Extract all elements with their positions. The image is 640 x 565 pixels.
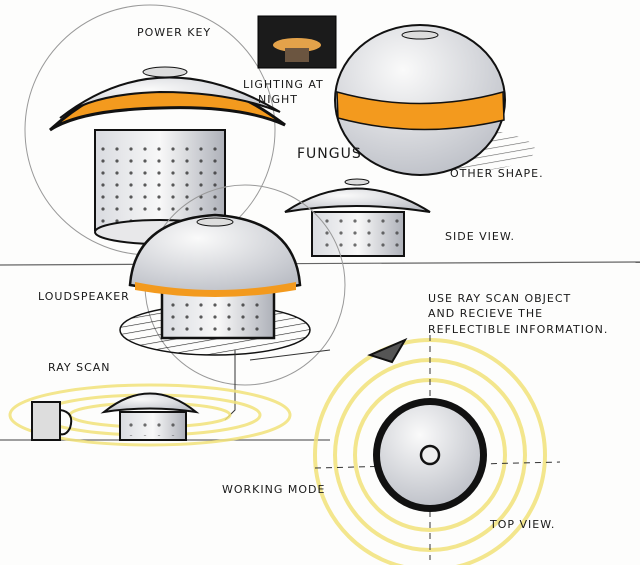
label-ray-note-3: REFLECTIBLE INFORMATION.: [428, 323, 608, 336]
fungus-main-view: [24, 4, 286, 256]
top-view: [313, 335, 561, 565]
other-shape-egg: [334, 24, 535, 176]
label-night: NIGHT: [258, 93, 298, 106]
label-fungus: FUNGUS: [297, 146, 362, 162]
lighting-at-night-thumbnail: [257, 15, 337, 69]
label-power-key: POWER KEY: [137, 26, 211, 39]
ray-scan-scene: [8, 383, 292, 447]
label-loudspeaker: LOUDSPEAKER: [38, 290, 130, 303]
loudspeaker-view: [119, 184, 346, 421]
label-top-view: TOP VIEW.: [489, 518, 555, 531]
side-view-fungus: [284, 178, 431, 257]
label-ray-scan: RAY SCAN: [48, 361, 111, 374]
label-lighting-at: LIGHTING AT: [243, 78, 324, 91]
label-ray-note-2: AND RECIEVE THE: [428, 307, 543, 320]
label-working-mode: WORKING MODE: [222, 483, 325, 496]
label-side-view: SIDE VIEW.: [445, 230, 515, 243]
label-ray-note-1: USE RAY SCAN OBJECT: [428, 292, 571, 305]
label-other-shape: OTHER SHAPE.: [450, 167, 544, 180]
